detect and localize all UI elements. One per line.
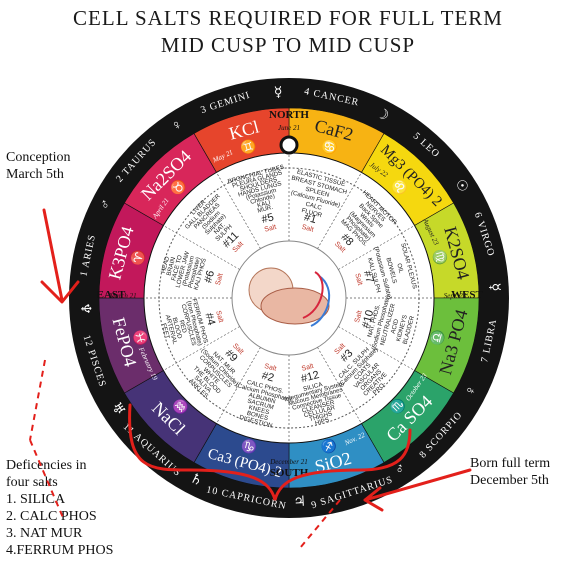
inner-divider-3 [338, 225, 415, 270]
embryo-vessel-red [302, 271, 324, 319]
salt-word-1: Salt [301, 224, 315, 234]
salt-body-9-1: FEET [160, 323, 171, 340]
direction-date-south: December 21 [269, 458, 308, 466]
salt-number-9: #4 [203, 312, 218, 327]
sign-glyph-sagittarius: ♃ [293, 495, 306, 511]
conception-line-2: March 5th [6, 167, 64, 182]
page-subtitle: MID CUSP TO MID CUSP [160, 33, 416, 57]
inner-divider-11 [163, 225, 240, 270]
deficiency-heading-1: Deficencies in [6, 458, 87, 473]
salt-word-10: Salt [215, 273, 225, 287]
inner-divider-5 [338, 326, 415, 371]
salt-body-4-3: ACID [390, 318, 401, 335]
salt-body-3-2: OIL [395, 263, 404, 275]
direction-west: WEST [451, 289, 483, 301]
deficiency-note: Deficencies in four salts 1. SILICA 2. C… [6, 457, 113, 559]
salt-symbol-4: ♎ [428, 328, 447, 348]
salt-body-1-5: CALC [305, 201, 323, 212]
salt-number-12: #5 [260, 211, 275, 226]
deficiency-list: 1. SILICA 2. CALC PHOS 3. NAT MUR 4.FERR… [6, 491, 113, 559]
direction-north: NORTH [269, 109, 309, 121]
salt-word-9: Salt [214, 310, 224, 324]
born-arrow [363, 468, 472, 512]
salt-symbol-12: ♊ [239, 137, 259, 156]
salt-body-12-8: MUR. [257, 204, 274, 215]
salt-number-1: #1 [303, 211, 318, 226]
deficiency-item-nat-mur: 3. NAT MUR [6, 526, 83, 541]
salt-word-3: Salt [353, 273, 363, 287]
embryo-body [260, 287, 330, 325]
sign-glyph-virgo: ☿ [486, 283, 501, 292]
conception-note: Conception March 5th [6, 149, 71, 183]
inner-divider-8 [216, 347, 261, 424]
salt-symbol-9: ♓ [131, 328, 150, 348]
page-title: CELL SALTS REQUIRED FOR FULL TERM [73, 6, 503, 30]
salt-symbol-6: ♐ [319, 437, 339, 456]
inner-divider-9 [163, 326, 240, 371]
salt-number-7: #2 [260, 370, 275, 385]
sign-glyph-capricorn: ♄ [187, 471, 205, 490]
born-line-1: Born full term [470, 456, 551, 471]
salt-body-9-4: RED [178, 319, 188, 334]
deficiency-brace [128, 403, 412, 501]
salt-number-4: #10 [360, 309, 376, 330]
sign-glyph-gemini: ☿ [274, 85, 283, 100]
direction-date-west: Sept. 23 [444, 292, 467, 300]
inner-divider-12 [216, 172, 261, 249]
direction-south: SOUTH [270, 467, 309, 479]
sign-glyph-pisces: ♆ [77, 302, 93, 315]
dashed-guide-left [29, 359, 65, 521]
conception-arrow [40, 208, 80, 304]
deficiency-item-calc-phos: 2. CALC PHOS [6, 509, 97, 524]
deficiency-heading-2: four salts [6, 475, 58, 490]
sign-glyph-cancer: ☽ [373, 106, 391, 125]
direction-date-east: March 21 [108, 292, 136, 300]
born-note: Born full term December 5th [470, 455, 550, 489]
deficiency-item-silica: 1. SILICA [6, 492, 66, 507]
mid-cusp-marker [279, 135, 299, 155]
direction-date-north: June 21 [278, 124, 300, 132]
salt-number-3: #7 [361, 269, 376, 284]
salt-word-12: Salt [264, 224, 278, 234]
salt-symbol-10: ♈ [128, 248, 147, 268]
salt-symbol-1: ♋ [320, 137, 340, 156]
direction-east: EAST [97, 289, 126, 301]
salt-body-10-2: BRAIN [165, 256, 177, 276]
salt-body-10-1: HEAD [160, 255, 171, 274]
salt-number-10: #6 [202, 269, 217, 284]
salt-symbol-7: ♑ [240, 437, 260, 456]
conception-line-1: Conception [6, 150, 71, 165]
inner-divider-2 [317, 172, 362, 249]
embryo-vessel-blue [310, 275, 330, 327]
born-line-2: December 5th [470, 473, 549, 488]
salt-symbol-3: ♍ [431, 248, 450, 268]
salt-body-12-7: KALI [257, 199, 272, 209]
inner-divider-6 [317, 347, 362, 424]
deficiency-item-ferrum-phos: 4.FERRUM PHOS [6, 543, 114, 558]
salt-word-6: Salt [301, 363, 315, 373]
salt-body-6-1: HIPS [314, 417, 330, 428]
salt-number-6: #12 [300, 369, 321, 385]
salt-word-7: Salt [264, 363, 278, 373]
salt-word-4: Salt [354, 310, 364, 324]
